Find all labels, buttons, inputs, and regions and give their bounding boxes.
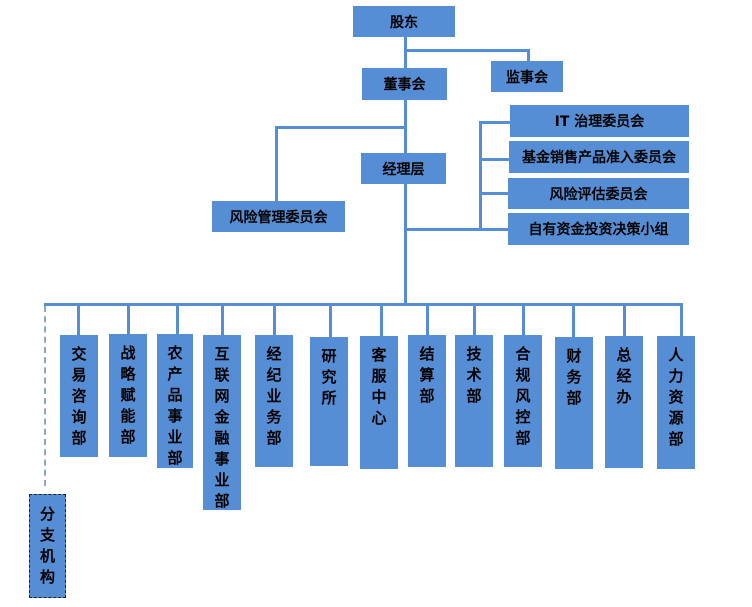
committee-label: 自有资金投资决策小组: [528, 222, 669, 238]
department-connector: [623, 305, 626, 336]
risk-committee-box: 风险管理委员会: [212, 201, 345, 232]
department-box: 合规风控部: [504, 335, 542, 467]
connector: [275, 126, 278, 202]
department-connector: [176, 305, 179, 334]
department-box: 技术部: [455, 335, 493, 467]
department-connector: [522, 305, 525, 335]
connector: [405, 228, 508, 231]
department-box: 农产品事业部: [157, 334, 193, 468]
connector: [479, 121, 510, 124]
department-label: 结算部: [419, 345, 435, 405]
board-label: 董事会: [383, 77, 426, 93]
department-label: 战略赋能部: [120, 344, 136, 446]
department-label: 技术部: [466, 345, 482, 405]
connector: [479, 158, 509, 161]
department-label: 研究所: [321, 347, 337, 407]
committee-risk-assessment: 风险评估委员会: [508, 178, 689, 209]
department-connector: [329, 305, 332, 337]
branch-box: 分支机构: [29, 494, 66, 598]
management-label: 经理层: [382, 161, 425, 178]
department-label: 经纪业务部: [266, 345, 282, 447]
department-box: 研究所: [310, 337, 348, 466]
department-connector: [221, 305, 224, 335]
committee-fund-product: 基金销售产品准入委员会: [509, 141, 689, 173]
connector: [527, 49, 530, 62]
department-box: 战略赋能部: [109, 334, 147, 457]
department-connector: [127, 305, 130, 334]
department-box: 总经办: [605, 336, 643, 468]
department-label: 互联网金融事业部: [214, 345, 230, 510]
department-label: 总经办: [616, 346, 632, 406]
committee-it: IT 治理委员会: [510, 105, 689, 137]
department-label: 农产品事业部: [167, 344, 183, 467]
department-label: 交易咨询部: [71, 345, 87, 447]
department-connector: [680, 305, 683, 336]
department-bus: [44, 303, 683, 306]
management-box: 经理层: [361, 153, 446, 184]
department-label: 人力资源部: [668, 346, 684, 448]
department-box: 交易咨询部: [60, 335, 98, 457]
department-connector: [572, 305, 575, 337]
department-label: 合规风控部: [515, 345, 531, 447]
department-box: 客服中心: [360, 336, 398, 469]
connector: [405, 49, 529, 52]
department-connector: [273, 305, 276, 335]
department-box: 人力资源部: [657, 336, 695, 469]
risk-committee-label: 风险管理委员会: [229, 209, 328, 226]
department-box: 财务部: [555, 337, 593, 469]
department-label: 财务部: [566, 347, 582, 407]
connector: [275, 126, 405, 129]
supervisors-box: 监事会: [491, 61, 563, 92]
board-box: 董事会: [362, 68, 447, 100]
branch-dashed-connector: [44, 306, 46, 486]
department-connector: [426, 305, 429, 335]
committee-own-fund: 自有资金投资决策小组: [508, 213, 689, 245]
department-box: 经纪业务部: [255, 335, 293, 467]
connector: [479, 121, 482, 231]
department-connector: [380, 305, 383, 336]
shareholders-label: 股东: [390, 14, 418, 31]
committee-label: IT 治理委员会: [554, 114, 645, 130]
department-connector: [77, 305, 80, 335]
shareholders-box: 股东: [353, 6, 455, 37]
department-label: 客服中心: [371, 346, 387, 427]
connector: [479, 192, 508, 195]
supervisors-label: 监事会: [506, 69, 548, 86]
department-box: 结算部: [408, 335, 446, 467]
department-box: 互联网金融事业部: [203, 335, 241, 510]
committee-label: 基金销售产品准入委员会: [522, 150, 676, 166]
committee-label: 风险评估委员会: [549, 186, 648, 203]
department-connector: [473, 305, 476, 335]
branch-label: 分支机构: [40, 505, 56, 586]
